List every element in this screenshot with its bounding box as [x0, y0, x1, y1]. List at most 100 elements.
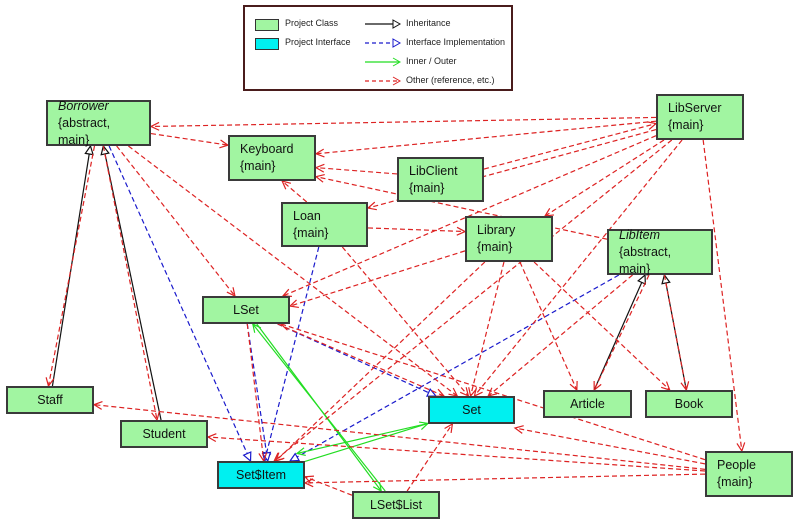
- arrowhead-icon: [251, 322, 262, 333]
- class-node-staff[interactable]: Staff: [6, 386, 94, 414]
- node-name: Staff: [37, 392, 63, 407]
- arrowhead-icon: [288, 452, 301, 462]
- node-name: Student: [142, 426, 186, 441]
- interface-node-set[interactable]: Set: [428, 396, 515, 424]
- node-name: Book: [674, 396, 704, 411]
- edge-other-library-to-set: [468, 261, 505, 398]
- edge-inheritance-student-to-borrower: [100, 144, 162, 421]
- arrowhead-icon: [314, 163, 325, 173]
- arrowhead-icon: [444, 422, 454, 433]
- class-node-loan[interactable]: Loan {main}: [281, 202, 368, 247]
- edge-other-loan-to-library: [367, 226, 467, 236]
- edge-line: [519, 261, 578, 391]
- edge-line: [593, 274, 650, 391]
- edge-other-borrower-to-lset: [116, 145, 236, 298]
- edge-line: [246, 323, 265, 462]
- arrowhead-icon: [281, 180, 292, 190]
- arrowhead-icon: [92, 401, 103, 410]
- edge-line: [296, 422, 429, 454]
- edge-line: [469, 261, 505, 397]
- node-name: Set: [462, 402, 481, 417]
- node-stereotype: {main}: [240, 159, 276, 173]
- edge-line: [593, 274, 646, 391]
- legend-label-class: Project Class: [285, 18, 339, 28]
- node-stereotype: {main}: [293, 225, 329, 240]
- node-name: LSet$List: [369, 497, 423, 512]
- edge-line: [246, 323, 269, 462]
- edge-line: [663, 274, 687, 391]
- edge-line: [277, 323, 445, 397]
- edge-other-libitem-to-keyboard: [314, 173, 608, 240]
- edge-implementation-borrower-to-setitem: [108, 145, 252, 463]
- class-node-borrower[interactable]: Borrower {abstract, main}: [46, 99, 151, 147]
- class-node-libitem[interactable]: LibItem {abstract, main}: [607, 227, 713, 276]
- node-stereotype: {main}: [668, 118, 704, 132]
- legend-implementation-arrowhead-icon: [392, 38, 402, 48]
- edge-other-lsetlist-to-set: [406, 422, 454, 492]
- class-node-book[interactable]: Book: [645, 390, 733, 418]
- class-node-article[interactable]: Article: [543, 390, 632, 418]
- arrowhead-icon: [303, 475, 315, 484]
- arrowhead-icon: [637, 273, 646, 285]
- arrowhead-icon: [149, 121, 160, 131]
- edge-line: [315, 120, 657, 155]
- node-name: Article: [570, 396, 605, 411]
- edge-line: [367, 227, 466, 233]
- edge-inner-set-to-setitem: [295, 422, 429, 457]
- legend-label-inheritance: Inheritance: [406, 18, 451, 28]
- edge-inner-lsetlist-to-lset: [251, 322, 386, 492]
- edge-line: [304, 422, 429, 462]
- class-node-lset[interactable]: LSet: [202, 296, 290, 324]
- arrowhead-icon: [366, 201, 377, 211]
- edge-line: [263, 246, 320, 462]
- legend-swatch-interface: [255, 38, 279, 50]
- arrowhead-icon: [242, 451, 252, 463]
- edge-line: [487, 274, 633, 397]
- node-name: Library: [477, 223, 516, 237]
- interface-node-setitem[interactable]: Set$Item: [217, 461, 305, 489]
- edge-line: [544, 139, 665, 217]
- edge-other-libserver-to-borrower: [149, 116, 657, 131]
- edge-line: [47, 145, 96, 387]
- arrowhead-icon: [151, 411, 160, 422]
- arrowhead-icon: [288, 299, 299, 309]
- arrowhead-icon: [206, 433, 217, 442]
- edge-line: [702, 139, 743, 452]
- arrowhead-icon: [314, 173, 325, 183]
- class-node-library[interactable]: Library {main}: [465, 216, 553, 262]
- edge-line: [150, 132, 229, 146]
- edge-other-libitem-to-article: [593, 274, 650, 392]
- edge-other-people-to-staff: [92, 401, 706, 470]
- class-node-libserver[interactable]: LibServer {main}: [656, 94, 744, 140]
- arrowhead-icon: [295, 447, 306, 457]
- legend-swatch-class: [255, 19, 279, 31]
- edge-line: [304, 476, 353, 496]
- edge-line: [207, 436, 706, 472]
- class-node-libclient[interactable]: LibClient {main}: [397, 157, 484, 202]
- edge-other-libserver-to-keyboard: [314, 120, 657, 158]
- node-name: LibServer: [668, 101, 722, 115]
- arrowhead-icon: [303, 478, 314, 488]
- edge-other-loan-to-set: [341, 246, 470, 398]
- class-node-people[interactable]: People {main}: [705, 451, 793, 497]
- node-name: LibItem: [619, 227, 660, 242]
- edge-line: [406, 423, 453, 492]
- edge-line: [533, 261, 671, 391]
- arrowhead-icon: [314, 148, 325, 158]
- edge-other-libclient-to-keyboard: [314, 163, 398, 175]
- edge-inheritance-article-to-libitem: [593, 273, 646, 391]
- edge-other-borrower-to-staff: [45, 145, 96, 388]
- edge-line: [252, 323, 386, 492]
- node-name: Loan: [293, 208, 321, 223]
- class-node-lsetlist[interactable]: LSet$List: [352, 491, 440, 519]
- node-stereotype: {main}: [409, 180, 445, 195]
- edge-line: [341, 246, 469, 397]
- node-stereotype: {main}: [717, 475, 753, 489]
- legend: Project Class Project Interface Inherita…: [243, 5, 513, 91]
- class-node-keyboard[interactable]: Keyboard {main}: [228, 135, 316, 181]
- class-node-student[interactable]: Student: [120, 420, 208, 448]
- edge-line: [93, 404, 706, 470]
- edge-line: [102, 145, 162, 421]
- node-name: LibClient: [409, 163, 458, 178]
- edge-line: [289, 250, 466, 307]
